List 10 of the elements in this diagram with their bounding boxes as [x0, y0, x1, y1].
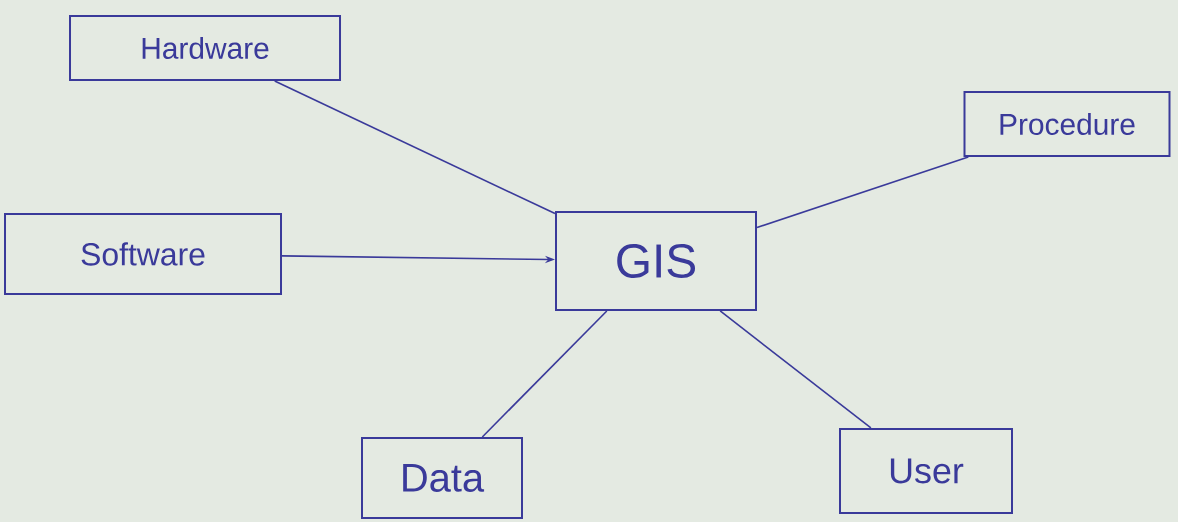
connector-line — [273, 80, 556, 215]
label-box: Hardware — [69, 15, 341, 81]
label-box: Data — [361, 437, 523, 519]
label-box: GIS — [555, 211, 757, 311]
label-box: User — [839, 428, 1013, 514]
label-box: Procedure — [963, 91, 1171, 157]
connector-line — [719, 310, 872, 429]
label-box: Software — [4, 213, 282, 295]
connector-line — [756, 156, 970, 229]
connector-line — [481, 310, 608, 438]
